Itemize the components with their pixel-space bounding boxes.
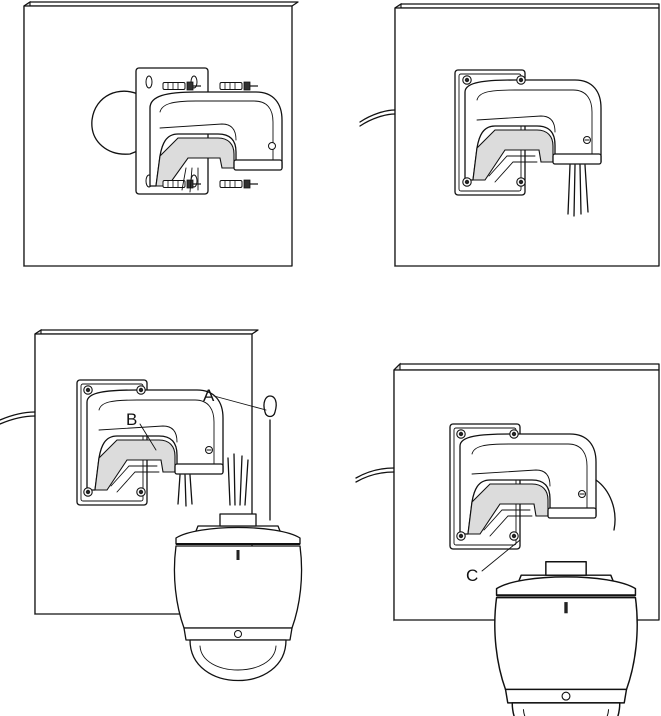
- wall-bracket: [135, 67, 283, 195]
- step-4-panel: C: [355, 362, 660, 716]
- camera-wires: [227, 453, 249, 506]
- step-2-panel: [359, 2, 660, 268]
- label-c: C: [466, 566, 478, 585]
- screw-icon: [83, 385, 93, 395]
- power-cable: [359, 109, 396, 127]
- screw-icon: [136, 385, 146, 395]
- hanging-wires: [567, 164, 589, 217]
- screw-icon: [462, 177, 472, 187]
- screw-icon: [462, 75, 472, 85]
- screw-icon: [509, 531, 519, 541]
- screw-icon: [516, 177, 526, 187]
- screw-icon: [136, 487, 146, 497]
- cable-bundle: [91, 90, 141, 155]
- power-cable: [355, 467, 395, 483]
- screw-icon: [516, 75, 526, 85]
- leader-line-b: [139, 423, 157, 451]
- label-a: A: [203, 386, 215, 405]
- safety-hook: [263, 395, 277, 418]
- screw-icon: [456, 531, 466, 541]
- leader-line-a: [213, 395, 267, 411]
- step-3-panel: A B: [0, 328, 303, 682]
- dome-camera: [173, 513, 303, 682]
- screw-icon: [83, 487, 93, 497]
- power-cable: [0, 411, 36, 425]
- screw-icon: [456, 429, 466, 439]
- safety-rope: [595, 479, 616, 531]
- screw-icon: [509, 429, 519, 439]
- label-b: B: [126, 410, 137, 429]
- step-1-panel: [23, 0, 299, 268]
- dome-camera: [493, 560, 639, 716]
- leader-line-c: [481, 539, 521, 572]
